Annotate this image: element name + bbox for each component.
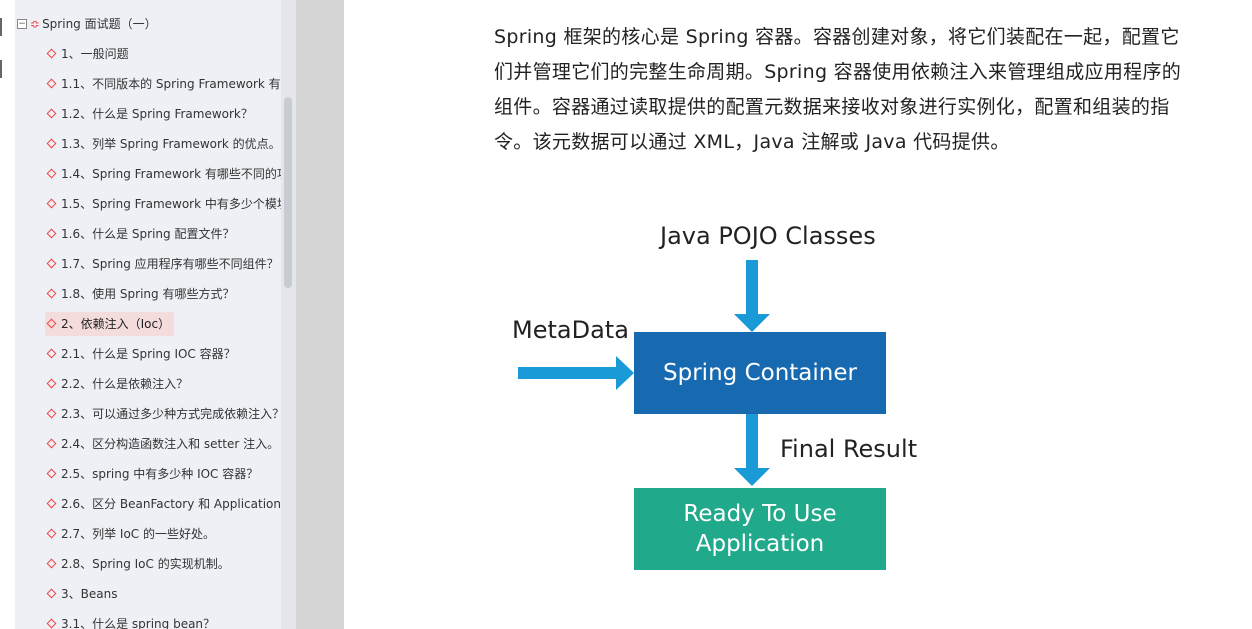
spring-container-box: Spring Container: [634, 332, 886, 414]
outline-item[interactable]: 1.8、使用 Spring 有哪些方式？: [45, 282, 234, 306]
outline-item[interactable]: 1.7、Spring 应用程序有哪些不同组件？: [45, 252, 279, 276]
outline-item[interactable]: 1.6、什么是 Spring 配置文件？: [45, 222, 234, 246]
outline-item-label: 3.1、什么是 spring bean？: [61, 617, 216, 629]
outline-item[interactable]: 2、依赖注入（Ioc）: [45, 312, 175, 336]
java-pojo-label: Java POJO Classes: [660, 222, 876, 250]
outline-item-label: 2.4、区分构造函数注入和 setter 注入。: [61, 437, 280, 451]
outline-item-label: 2.8、Spring IoC 的实现机制。: [61, 557, 230, 571]
bookmark-icon: [46, 318, 57, 329]
outline-item-label: 1.3、列举 Spring Framework 的优点。: [61, 137, 281, 151]
bookmark-icon: [46, 558, 57, 569]
bookmark-icon: [46, 228, 57, 239]
outline-item[interactable]: 2.1、什么是 Spring IOC 容器？: [45, 342, 236, 366]
outline-item-label: 1.4、Spring Framework 有哪些不同的功: [61, 167, 289, 181]
outline-item-label: 2.7、列举 IoC 的一些好处。: [61, 527, 215, 541]
sidebar-scrollbar[interactable]: [281, 0, 296, 629]
outline-item[interactable]: 1.2、什么是 Spring Framework？: [45, 102, 253, 126]
bookmark-icon: [46, 198, 57, 209]
metadata-label: MetaData: [512, 316, 629, 344]
bookmark-icon: [46, 348, 57, 359]
collapse-icon[interactable]: −: [17, 19, 27, 29]
bookmark-icon: [46, 288, 57, 299]
bookmark-icon: [46, 438, 57, 449]
outline-item[interactable]: 1.1、不同版本的 Spring Framework 有哪: [45, 72, 293, 96]
outline-item[interactable]: 2.6、区分 BeanFactory 和 ApplicationC: [45, 492, 289, 516]
bookmark-icon: [46, 498, 57, 509]
outline-item-label: 2.3、可以通过多少种方式完成依赖注入？: [61, 407, 285, 421]
ready-line-1: Ready To Use: [683, 501, 837, 527]
outline-item[interactable]: 3.1、什么是 spring bean？: [45, 612, 215, 629]
bookmark-icon: [46, 108, 57, 119]
arrow-down-icon: [734, 260, 770, 332]
outline-item-label: 1.8、使用 Spring 有哪些方式？: [61, 287, 235, 301]
ready-line-2: Application: [695, 531, 825, 557]
outline-item-label: 2.6、区分 BeanFactory 和 ApplicationC: [61, 497, 290, 511]
outline-item[interactable]: 2.3、可以通过多少种方式完成依赖注入？: [45, 402, 284, 426]
outline-item-label: 3、Beans: [61, 587, 118, 601]
bookmark-icon: [46, 618, 57, 629]
outline-item[interactable]: 1、一般问题: [45, 42, 129, 66]
outline-item-label: 2.2、什么是依赖注入？: [61, 377, 189, 391]
bookmark-icon: [46, 408, 57, 419]
outline-item[interactable]: 1.3、列举 Spring Framework 的优点。: [45, 132, 281, 156]
bookmark-icon: [46, 378, 57, 389]
bookmark-icon: [46, 528, 57, 539]
rail-marker: [0, 18, 2, 36]
outline-item-label: 1.5、Spring Framework 中有多少个模块: [61, 197, 289, 211]
outline-root-item[interactable]: ≎Spring 面试题（一）: [30, 12, 157, 36]
outline-item-label: 2.1、什么是 Spring IOC 容器？: [61, 347, 236, 361]
spring-container-diagram: Java POJO Classes MetaData Spring Contai…: [494, 196, 918, 596]
arrow-down-icon: [734, 414, 770, 486]
outline-item[interactable]: 2.8、Spring IoC 的实现机制。: [45, 552, 230, 576]
bookmark-icon: [46, 48, 57, 59]
body-paragraph: Spring 框架的核心是 Spring 容器。容器创建对象，将它们装配在一起，…: [494, 26, 1182, 153]
outline-item-label: 1.2、什么是 Spring Framework？: [61, 107, 253, 121]
sidebar-scroll-thumb[interactable]: [284, 97, 292, 288]
page-gutter: [296, 0, 344, 629]
ready-application-box: Ready To Use Application: [634, 488, 886, 570]
outline-item-label: 1、一般问题: [61, 47, 129, 61]
outline-item[interactable]: 2.5、spring 中有多少种 IOC 容器？: [45, 462, 258, 486]
outline-item-label: 1.7、Spring 应用程序有哪些不同组件？: [61, 257, 279, 271]
outline-item[interactable]: 1.5、Spring Framework 中有多少个模块: [45, 192, 289, 216]
final-result-label: Final Result: [780, 435, 918, 463]
outline-item-label: 2.5、spring 中有多少种 IOC 容器？: [61, 467, 259, 481]
bookmark-icon: ≎: [30, 17, 41, 31]
arrow-right-icon: [518, 356, 634, 390]
diagram-arrows: [518, 260, 770, 486]
outline-item-label: 2、依赖注入（Ioc）: [61, 317, 171, 331]
bookmark-icon: [46, 258, 57, 269]
outline-item[interactable]: 2.7、列举 IoC 的一些好处。: [45, 522, 215, 546]
bookmark-icon: [46, 78, 57, 89]
outline-item-label: 1.6、什么是 Spring 配置文件？: [61, 227, 235, 241]
rail-marker: [0, 60, 2, 78]
outline-item[interactable]: 1.4、Spring Framework 有哪些不同的功: [45, 162, 289, 186]
bookmark-icon: [46, 468, 57, 479]
sidebar-rail: [0, 0, 15, 629]
outline-item[interactable]: 3、Beans: [45, 582, 117, 606]
bookmark-icon: [46, 138, 57, 149]
bookmark-icon: [46, 168, 57, 179]
bookmark-icon: [46, 588, 57, 599]
outline-item[interactable]: 2.4、区分构造函数注入和 setter 注入。: [45, 432, 279, 456]
bookmark-sidebar: − ≎Spring 面试题（一） 1、一般问题 1.1、不同版本的 Spring …: [0, 0, 296, 629]
outline-item[interactable]: 2.2、什么是依赖注入？: [45, 372, 188, 396]
outline-item-label: 1.1、不同版本的 Spring Framework 有哪: [61, 77, 293, 91]
